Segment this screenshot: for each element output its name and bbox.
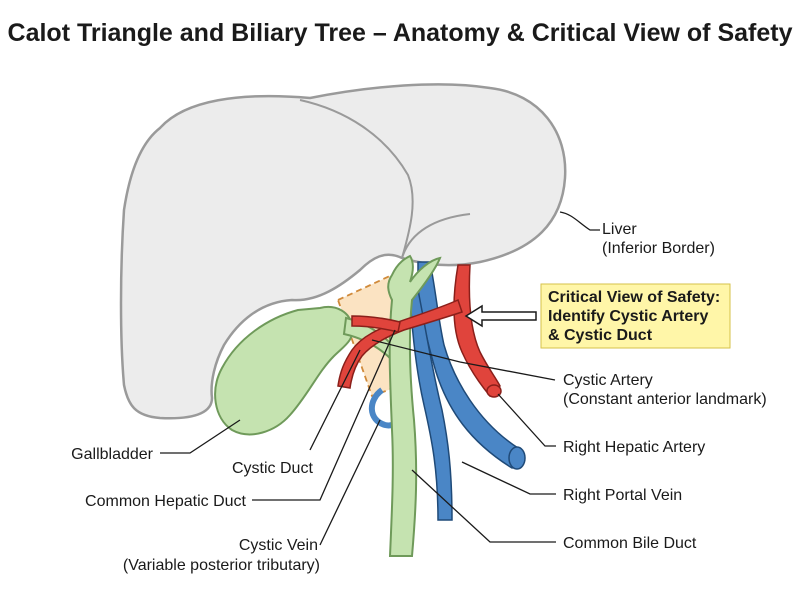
cvs-text-line1: Critical View of Safety: [548,289,720,306]
label-cystic-artery: Cystic Artery [563,372,653,389]
label-cystic-artery-sub: (Constant anterior landmark) [563,391,767,408]
right-hepatic-artery [453,264,501,398]
label-liver: Liver [602,221,637,238]
diagram-title: Calot Triangle and Biliary Tree – Anatom… [8,19,793,47]
leader-cystic-artery [371,339,556,381]
leader-liver [559,211,600,231]
leader-common-bile-duct [411,469,556,543]
liver-lobe-line [401,213,471,259]
cvs-highlight-box [540,283,731,349]
cvs-text-line2: Identify Cystic Artery [548,308,708,325]
portal-vein-trunk [409,288,453,521]
cvs-arrow [464,304,537,328]
label-right-hepatic-artery: Right Hepatic Artery [563,439,705,456]
label-liver-sub: (Inferior Border) [602,240,715,257]
right-hepatic-artery-end [486,384,502,398]
label-cystic-duct: Cystic Duct [232,460,313,477]
leader-common-hepatic-duct [252,329,396,501]
leader-gallbladder [160,419,241,454]
label-common-hepatic-duct: Common Hepatic Duct [85,493,247,510]
label-cystic-vein-sub: (Variable posterior tributary) [123,557,320,574]
leader-cystic-vein [319,419,381,546]
leader-right-portal-vein [461,461,556,495]
label-right-portal-vein: Right Portal Vein [563,487,682,504]
cystic-artery-branch [351,315,401,333]
cvs-text-line3: & Cystic Duct [548,327,653,344]
label-common-bile-duct: Common Bile Duct [563,535,697,552]
leader-cystic-duct [309,349,361,451]
label-gallbladder: Gallbladder [71,446,154,463]
liver [119,83,567,420]
liver-fissure [299,99,414,259]
right-portal-vein-end [508,446,526,470]
leader-right-hepatic-artery [497,393,556,447]
label-cystic-vein: Cystic Vein [239,537,318,554]
